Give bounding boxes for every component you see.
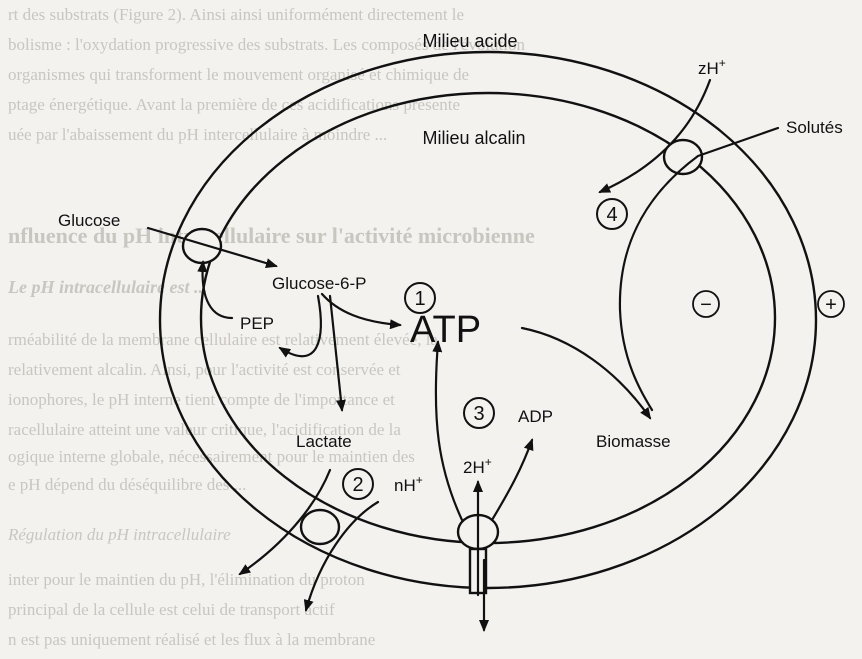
background-text-line: ionophores, le pH interne tient compte d… [8,390,395,409]
step-number: 4 [606,204,617,226]
pep-label: PEP [240,314,274,333]
background-subheading: Régulation du pH intracellulaire [7,525,231,544]
step-number: 2 [352,474,363,496]
atp-to-biomasse-arrow [520,326,652,420]
proton-symport-arrow [598,78,712,194]
nh-plus-label: nH+ [394,473,423,495]
background-text-line: organismes qui transforment le mouvement… [8,65,469,84]
solutes-inflow-arrow [618,126,780,412]
g6p-to-lactate-arrow [328,294,346,412]
glucose-uptake-arrow [146,226,278,268]
background-text-line: bolisme : l'oxydation progressive des su… [8,35,525,54]
background-text-line: racellulaire atteint une valeur critique… [8,420,401,439]
outside-medium-label: Milieu acide [422,31,517,51]
background-text-line: e pH dépend du déséquilibre des ... [8,475,246,494]
positive-charge: + [825,294,837,316]
negative-charge-circle [692,290,720,318]
background-text-block: rt des substrats (Figure 2). Ainsi ainsi… [7,5,535,649]
background-subheading: Le pH intracellulaire est ... [7,277,208,297]
lactate-label: Lactate [296,432,352,451]
glucose-label: Glucose [58,211,120,230]
background-text-line: ogique interne globale, nécessairement p… [8,447,415,466]
positive-charge-circle [817,290,845,318]
step-circle [463,397,495,429]
zh-plus-label: zH+ [698,56,726,78]
nh-base: nH [394,476,416,495]
adp-label: ADP [518,407,553,426]
atp-label: ATP [410,309,481,351]
glucose-transporter [181,227,223,265]
background-text-line: n est pas uniquement réalisé et les flux… [8,630,375,649]
negative-charge: − [700,294,712,316]
step-circle [596,198,628,230]
two-h-base: 2H [463,458,485,477]
g6p-label: Glucose-6-P [272,274,366,293]
atpase-to-atp-arrow [432,340,464,522]
step-circle [404,282,436,314]
biomasse-label: Biomasse [596,432,671,451]
step-circle [342,468,374,500]
inside-medium-label: Milieu alcalin [422,128,525,148]
background-heading: nfluence du pH intracellulaire sur l'act… [8,223,535,248]
lactate-efflux-arrow [238,468,332,576]
atpase-to-adp-arrow [490,438,534,522]
zh-superscript: + [719,56,726,70]
background-text-line: rt des substrats (Figure 2). Ainsi ainsi… [8,5,464,24]
proton-efflux-arrow [303,500,380,612]
g6p-to-pep-arrow [278,294,322,358]
background-text-line: inter pour le maintien du pH, l'éliminat… [8,570,365,589]
solutes-label: Solutés [786,118,843,137]
nh-superscript: + [416,473,423,487]
background-text-line: rméabilité de la membrane cellulaire est… [8,330,438,349]
background-text-line: relativement alcalin. Ainsi, pour l'acti… [8,360,401,379]
step-number: 3 [473,403,484,425]
zh-base: zH [698,59,719,78]
pep-loop-arrow [197,260,234,320]
lactate-transporter [299,508,341,546]
arrows [146,78,780,632]
g6p-to-atp-arrow [320,292,402,330]
step-number: 1 [414,288,425,310]
solute-transporter [662,138,704,176]
background-text-line: uée par l'abaissement du pH intercellula… [8,125,387,144]
background-text-line: ptage énergétique. Avant la première de … [8,95,460,114]
outer-membrane [158,50,818,590]
background-text-line: principal de la cellule est celui de tra… [8,600,335,619]
two-h-superscript: + [485,455,492,469]
two-h-plus-label: 2H+ [463,455,492,477]
